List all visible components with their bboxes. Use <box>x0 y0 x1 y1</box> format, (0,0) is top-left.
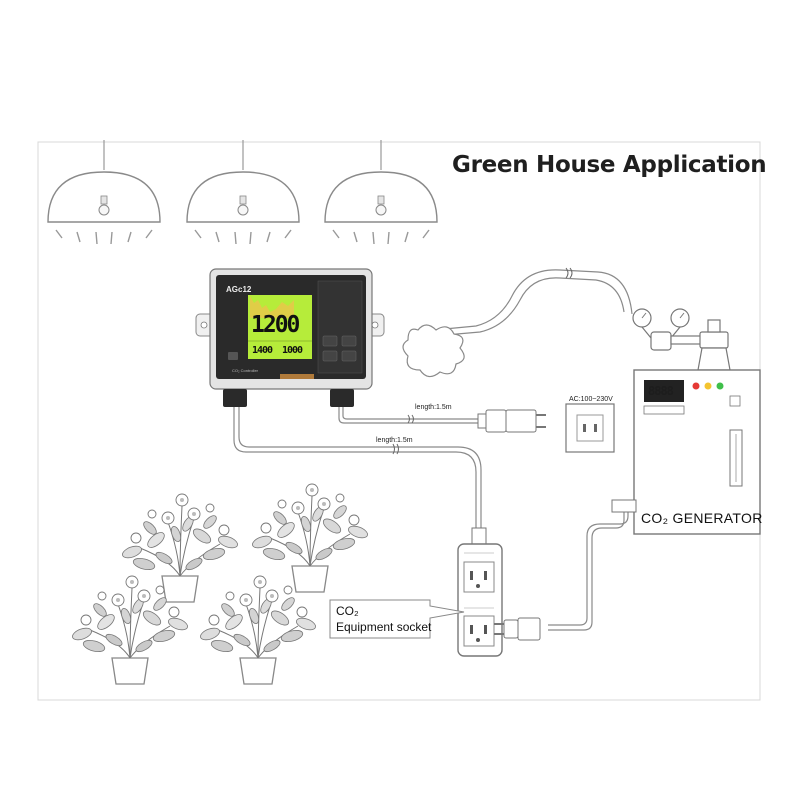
generator-display: 8888 <box>648 384 674 398</box>
lcd-right-reading: 1000 <box>282 345 303 356</box>
generator-label: CO₂ GENERATOR <box>641 510 763 526</box>
lcd-main-reading: 1200 <box>251 312 300 338</box>
gas-outlet-cloud <box>402 324 465 378</box>
co2-generator <box>611 369 761 535</box>
socket-label-line1: CO₂ <box>336 604 359 618</box>
wall-outlet-icon <box>565 403 615 453</box>
lcd-left-reading: 1400 <box>252 345 273 356</box>
cable-length-label: length:1.5m <box>376 437 413 444</box>
controller-caption: CO₂ Controller <box>232 368 259 373</box>
plug-icon <box>477 409 546 433</box>
controller-brand: AGc12 <box>226 285 252 294</box>
power-strip-icon <box>457 527 503 657</box>
socket-callout <box>329 599 465 639</box>
break-marks <box>392 267 573 455</box>
cable-length-label: length:1.5m <box>415 404 452 411</box>
gas-cylinder-icon <box>632 308 731 371</box>
socket-label-line2: Equipment socket <box>336 620 432 634</box>
plug-icon <box>494 617 541 641</box>
cables <box>233 269 633 631</box>
ac-voltage-label: AC:100~230V <box>569 396 613 403</box>
page-title: Green House Application <box>452 152 767 178</box>
co2-controller <box>195 268 385 407</box>
